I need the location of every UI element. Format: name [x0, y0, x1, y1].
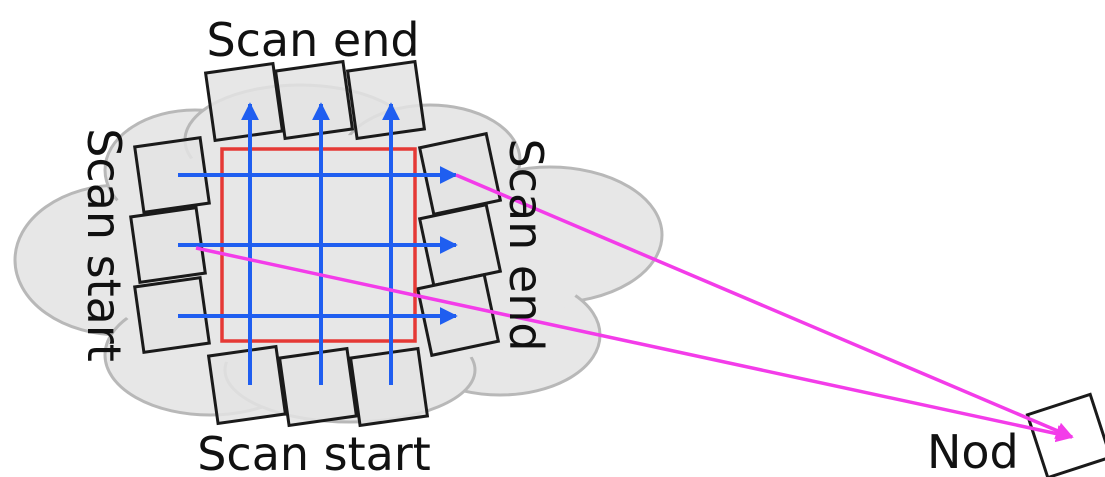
bottom-tiles — [206, 344, 430, 428]
left-tiles — [129, 136, 211, 354]
tile-left-1 — [133, 136, 211, 214]
tile-left-2 — [129, 206, 207, 284]
beam-line-upper — [455, 173, 1074, 439]
horizontal-scan-lines — [178, 166, 458, 325]
tile-bottom-3 — [348, 346, 430, 428]
beam-line-lower — [195, 246, 1074, 443]
tile-top-2 — [273, 59, 355, 141]
right-tiles — [415, 131, 503, 358]
beam-lines — [195, 173, 1074, 443]
scan-start-left-label: Scan start — [77, 128, 131, 362]
top-tiles — [203, 59, 427, 143]
tile-right-3 — [415, 272, 501, 358]
node-label: Nod — [927, 425, 1019, 477]
tile-left-3 — [133, 276, 211, 354]
tile-bottom-1 — [206, 344, 288, 426]
scan-end-right-label: Scan end — [499, 138, 553, 351]
tile-top-3 — [345, 59, 427, 141]
scan-start-bottom-label: Scan start — [197, 427, 431, 477]
scan-end-top-label: Scan end — [206, 13, 419, 67]
tile-bottom-2 — [277, 346, 359, 428]
tile-top-1 — [203, 61, 285, 143]
